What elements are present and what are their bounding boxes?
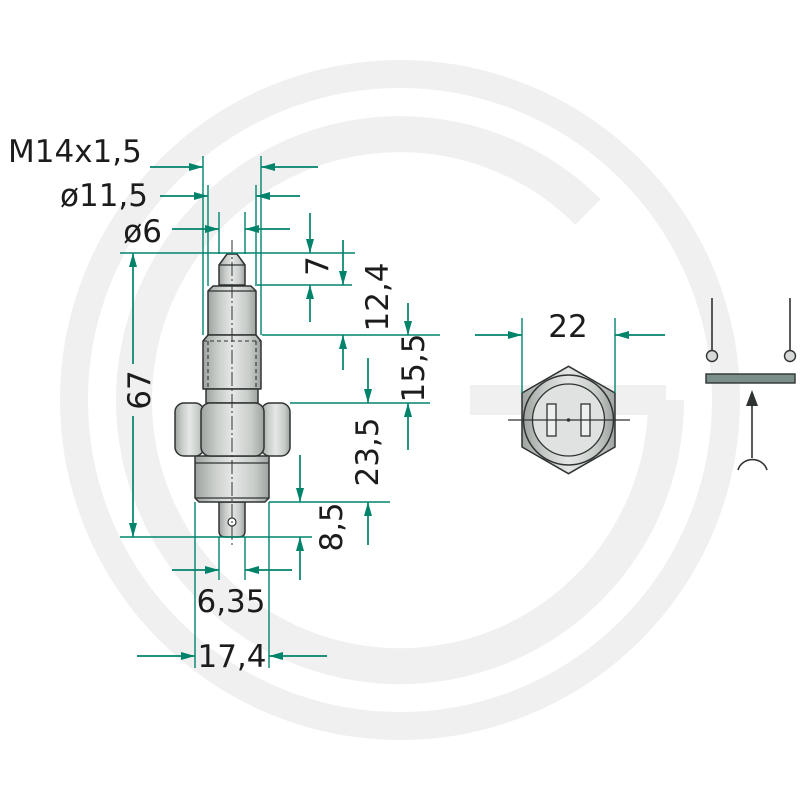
dim-terminal-length: 8,5 xyxy=(296,455,350,580)
connector-end-view xyxy=(508,365,630,475)
dim-thread: M14x1,5 xyxy=(8,134,318,335)
label-tip-length: 7 xyxy=(300,256,336,276)
label-hex-size: 22 xyxy=(548,309,587,345)
dim-tip-length: 7 xyxy=(300,213,336,322)
dim-total-length: 67 xyxy=(122,253,158,537)
label-tip-diameter: ø6 xyxy=(123,214,162,250)
dim-hex-size: 22 xyxy=(475,309,665,393)
watermark-logo xyxy=(60,60,740,740)
dim-terminal-width: 6,35 xyxy=(172,537,292,620)
nut-face-left xyxy=(174,402,205,457)
sensor-side-view xyxy=(174,240,291,548)
label-thread-length: 15,5 xyxy=(396,333,432,402)
label-terminal-width: 6,35 xyxy=(196,584,265,620)
label-total-length: 67 xyxy=(122,370,158,409)
watermark-outer-ring xyxy=(60,60,740,740)
switch-bar xyxy=(705,373,796,384)
dim-shaft-length: 12,4 xyxy=(339,240,396,370)
actuator-arrow-head xyxy=(746,390,758,406)
contact-right xyxy=(783,349,797,363)
label-shaft-length: 12,4 xyxy=(360,262,396,331)
center-point xyxy=(566,418,571,422)
label-body-length: 23,5 xyxy=(350,417,386,486)
watermark-g-arc xyxy=(116,116,684,685)
dim-tip-diameter: ø6 xyxy=(123,212,290,254)
label-shaft-diameter: ø11,5 xyxy=(60,178,148,214)
dim-shaft-diameter: ø11,5 xyxy=(60,178,300,286)
label-body-diameter: 17,4 xyxy=(197,639,266,675)
label-terminal-length: 8,5 xyxy=(314,502,350,551)
dim-body-length: 23,5 xyxy=(350,358,386,545)
contact-left xyxy=(705,349,719,363)
switch-symbol xyxy=(705,298,797,471)
dim-body-diameter: 17,4 xyxy=(137,502,327,675)
dim-thread-length: 15,5 xyxy=(396,303,432,450)
nut-face-right xyxy=(260,402,291,457)
actuator-arc xyxy=(737,458,768,471)
label-thread: M14x1,5 xyxy=(8,134,142,170)
